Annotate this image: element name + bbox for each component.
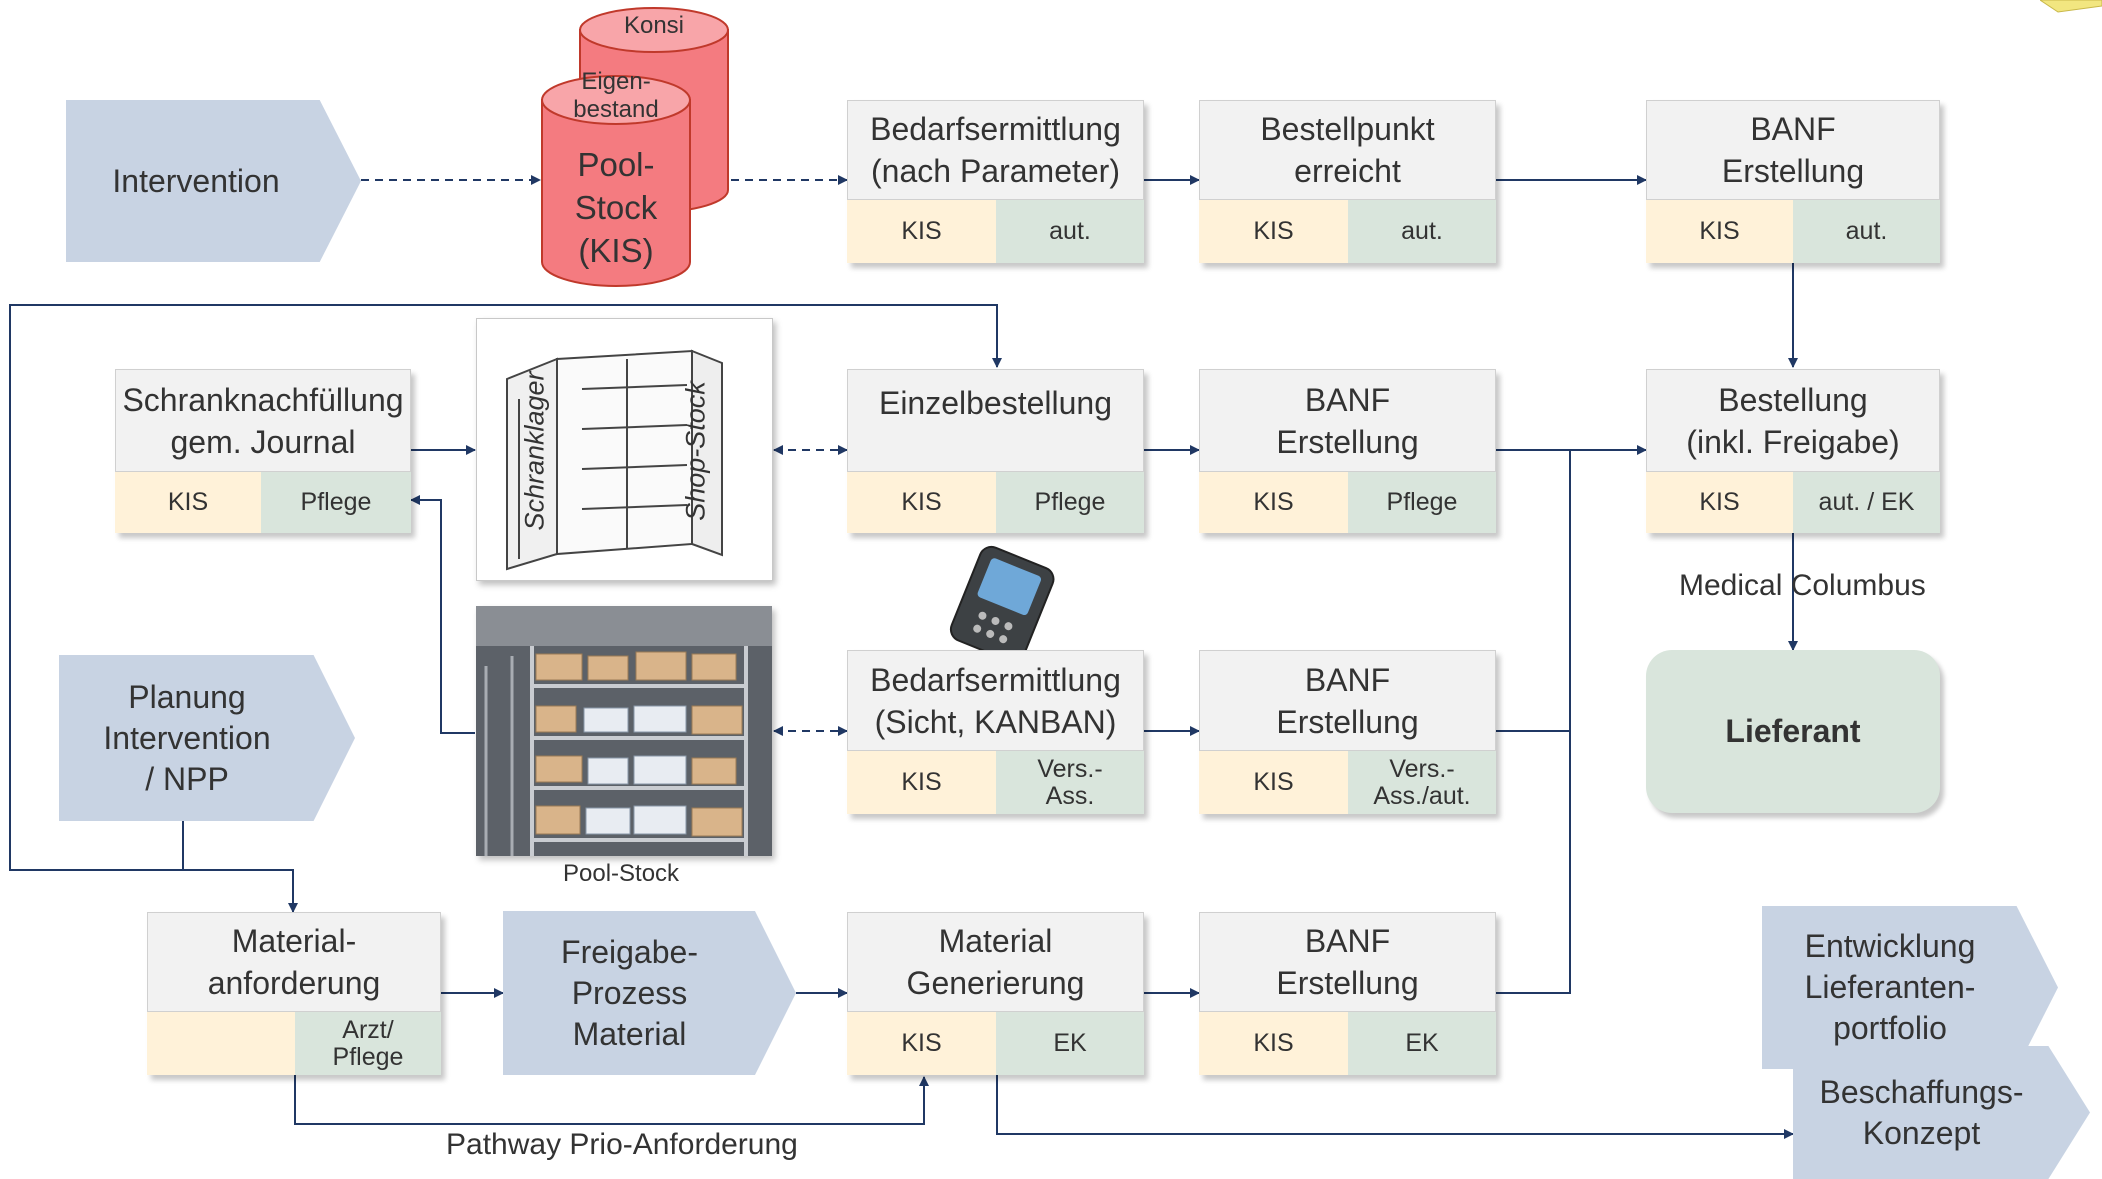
eigenbestand-label: Eigen- bestand [573,68,659,123]
konsi-label: Konsi [623,12,685,39]
banf-top-system: KIS [1646,200,1793,263]
banf-ek-box: BANF Erstellung KIS EK [1199,912,1496,1075]
lieferant-box: Lieferant [1646,650,1940,813]
pool-stock-database [541,7,729,287]
material-anf-box: Material- anforderung Arzt/ Pflege [147,912,441,1075]
pool-cylinder [541,75,691,287]
bedarf-param-title: Bedarfsermittlung (nach Parameter) [847,100,1144,200]
bestellung-box: Bestellung (inkl. Freigabe) KIS aut. / E… [1646,369,1940,533]
material-anf-system [147,1012,295,1075]
bestellpunkt-title: Bestellpunkt erreicht [1199,100,1496,200]
material-gen-box: Material Generierung KIS EK [847,912,1144,1075]
shop-stock-label: Shop-Stock [680,381,711,521]
pathway-label: Pathway Prio-Anforderung [446,1128,798,1161]
pool-stock-photo [476,606,772,856]
material-anf-role: Arzt/ Pflege [295,1012,441,1075]
banf-vers-role: Vers.- Ass./aut. [1348,751,1496,814]
bedarf-sicht-system: KIS [847,751,996,814]
lieferant-label: Lieferant [1725,713,1861,749]
banf-pflege-box: BANF Erstellung KIS Pflege [1199,369,1496,533]
banf-vers-box: BANF Erstellung KIS Vers.- Ass./aut. [1199,650,1496,814]
bestellung-title: Bestellung (inkl. Freigabe) [1646,369,1940,472]
einzel-role: Pflege [996,472,1144,533]
bedarf-param-system: KIS [847,200,996,263]
banf-pflege-role: Pflege [1348,472,1496,533]
banf-vers-title: BANF Erstellung [1199,650,1496,751]
bestellpunkt-box: Bestellpunkt erreicht KIS aut. [1199,100,1496,263]
bestellpunkt-role: aut. [1348,200,1496,263]
schrank-box: Schranknachfüllung gem. Journal KIS Pfle… [115,369,411,533]
banf-ek-role: EK [1348,1012,1496,1075]
material-gen-title: Material Generierung [847,912,1144,1012]
warehouse-shelves-icon [476,606,772,856]
pool-stock-label: Pool- Stock (KIS) [574,146,658,269]
intervention-tag: Intervention [66,100,361,262]
einzel-box: Einzelbestellung KIS Pflege [847,369,1144,533]
bedarf-param-role: aut. [996,200,1144,263]
pool-stock-caption: Pool-Stock [563,860,680,887]
arrow-poolstock-to-schrank [410,495,475,734]
arrow-material-gen-to-beschaffung [996,1075,1794,1139]
banf-top-role: aut. [1793,200,1940,263]
einzel-system: KIS [847,472,996,533]
banf-vers-system: KIS [1199,751,1348,814]
bestellung-role: aut. / EK [1793,472,1940,533]
banf-top-box: BANF Erstellung KIS aut. [1646,100,1940,263]
einzel-title: Einzelbestellung [847,369,1144,472]
bestellung-system: KIS [1646,472,1793,533]
banf-top-title: BANF Erstellung [1646,100,1940,200]
freigabe-tag: Freigabe- Prozess Material [503,911,796,1075]
banf-ek-system: KIS [1199,1012,1348,1075]
bedarf-sicht-title: Bedarfsermittlung (Sicht, KANBAN) [847,650,1144,751]
material-gen-system: KIS [847,1012,996,1075]
schrank-role: Pflege [261,472,411,533]
medical-columbus-label: Medical Columbus [1679,569,1926,602]
banf-pflege-title: BANF Erstellung [1199,369,1496,472]
arrow-pathway [294,1075,929,1125]
line-bus-vertical [1496,450,1571,994]
arrow-planung-to-material-anf [182,821,298,913]
material-gen-role: EK [996,1012,1144,1075]
planung-tag: Planung Intervention / NPP [59,655,355,821]
bedarf-param-box: Bedarfsermittlung (nach Parameter) KIS a… [847,100,1144,263]
cabinet-sketch-icon [506,349,723,571]
schrank-system: KIS [115,472,261,533]
bedarf-sicht-role: Vers.- Ass. [996,751,1144,814]
schranklager-label: Schranklager [519,371,550,531]
handheld-scanner-icon [949,545,1055,655]
corner-note-icon [2040,0,2102,13]
bestellpunkt-system: KIS [1199,200,1348,263]
schrank-title: Schranknachfüllung gem. Journal [115,369,411,472]
banf-pflege-system: KIS [1199,472,1348,533]
bedarf-sicht-box: Bedarfsermittlung (Sicht, KANBAN) KIS Ve… [847,650,1144,814]
material-anf-title: Material- anforderung [147,912,441,1012]
entwicklung-tag: Entwicklung Lieferanten- portfolio [1762,906,2058,1069]
cabinet-picture: Schranklager Shop-Stock [476,318,773,581]
banf-ek-title: BANF Erstellung [1199,912,1496,1012]
